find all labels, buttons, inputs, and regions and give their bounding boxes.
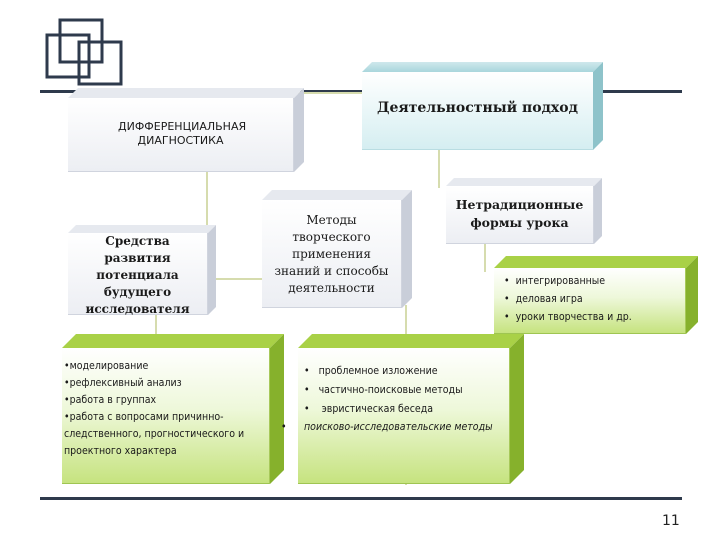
connector-mid-horizontal — [206, 278, 266, 280]
connector-activity-down — [438, 148, 440, 188]
list-item: •рефлексивный анализ — [64, 377, 182, 389]
connector-nontrad-right-list — [484, 242, 486, 272]
activity-approach-label: Деятельностный подход — [377, 100, 578, 116]
differential-diagnosis-box: ДИФФЕРЕНЦИАЛЬНАЯ ДИАГНОСТИКА — [68, 88, 304, 172]
list-item: • интегрированные — [504, 275, 606, 287]
list-item: •работа в группах — [64, 394, 157, 406]
list-item: • частично-поисковые методы — [304, 384, 463, 396]
logo-squares — [45, 18, 123, 86]
means-box: Средства развития потенциала будущего ис… — [68, 225, 216, 316]
methods-box: Методы творческого применения знаний и с… — [262, 190, 412, 308]
differential-diagnosis-label: ДИФФЕРЕНЦИАЛЬНАЯ ДИАГНОСТИКА — [118, 120, 247, 147]
methods-list-box: • проблемное изложение • частично-поиско… — [281, 334, 524, 484]
activity-approach-box: Деятельностный подход — [362, 62, 603, 150]
list-item: • поисково-исследовательские методы — [281, 421, 493, 433]
nontraditional-list-box: • интегрированные • деловая игра • уроки… — [494, 256, 698, 334]
means-list: •моделирование •рефлексивный анализ •раб… — [64, 358, 263, 460]
connector-diff-down — [206, 165, 208, 280]
methods-label: Методы творческого применения знаний и с… — [274, 213, 389, 295]
connector-means-left-list — [155, 312, 157, 342]
means-list-box: •моделирование •рефлексивный анализ •раб… — [62, 334, 284, 484]
means-label: Средства развития потенциала будущего ис… — [85, 234, 190, 316]
list-item: • эвристическая беседа — [304, 403, 434, 415]
nontraditional-label: Нетрадиционные формы урока — [455, 197, 584, 230]
bottom-rule — [40, 497, 682, 500]
methods-list: • проблемное изложение • частично-поиско… — [281, 362, 503, 436]
top-rule — [40, 90, 682, 93]
nontraditional-box: Нетрадиционные формы урока — [446, 178, 602, 244]
page-number: 11 — [662, 513, 680, 529]
list-item: • деловая игра — [504, 293, 583, 305]
list-item: •работа с вопросами причинно-следственно… — [64, 411, 245, 457]
list-item: • проблемное изложение — [304, 365, 438, 377]
list-item: • уроки творчества и др. — [504, 311, 632, 323]
nontraditional-list: • интегрированные • деловая игра • уроки… — [504, 272, 685, 326]
list-item: •моделирование — [64, 360, 149, 372]
